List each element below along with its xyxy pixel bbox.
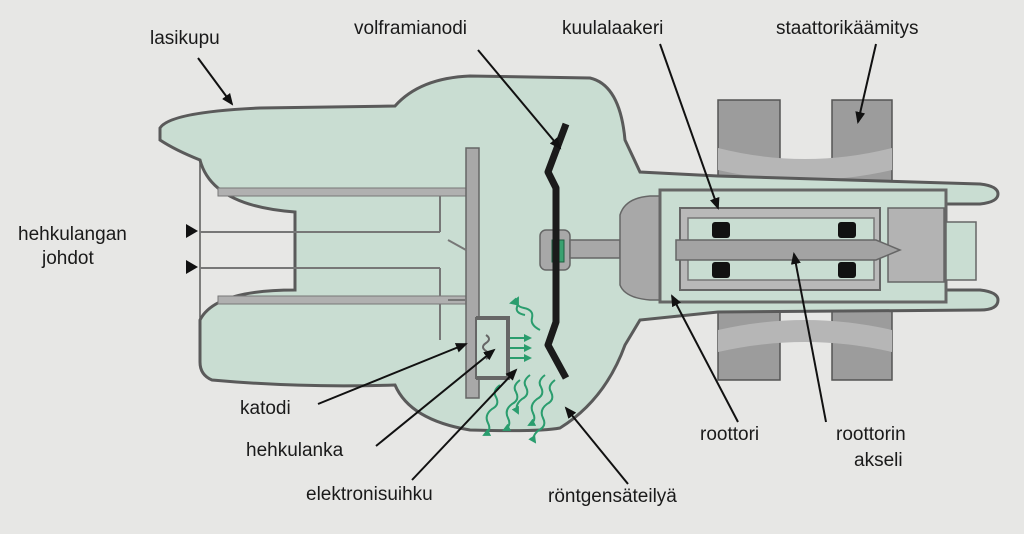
label-rotor-axle-1: roottorin	[836, 424, 906, 445]
label-rotor: roottori	[700, 424, 760, 445]
pointer-anode	[477, 49, 562, 150]
label-filament: hehkulanka	[246, 440, 344, 461]
pointer-xray	[564, 406, 629, 485]
cathode-assembly	[447, 147, 510, 399]
label-glass-envelope: lasikupu	[150, 28, 220, 49]
filament-leads	[200, 187, 469, 340]
rotor-axle	[675, 239, 902, 261]
label-filament-leads-2: johdot	[42, 248, 94, 269]
electron-beam	[510, 334, 532, 362]
label-rotor-axle-2: akseli	[854, 450, 903, 471]
label-xray-radiation: röntgensäteilyä	[548, 486, 677, 507]
pointer-axle	[790, 252, 827, 423]
pointer-bearing	[659, 43, 720, 210]
pointer-cathode	[317, 343, 468, 405]
ball-bearing	[712, 222, 856, 278]
pointer-filament	[375, 348, 496, 447]
pointer-electron	[411, 368, 518, 481]
pointer-stator	[855, 43, 877, 124]
label-tungsten-anode: volframianodi	[354, 18, 467, 39]
pointer-lines	[197, 43, 877, 485]
label-ball-bearing: kuulalaakeri	[562, 18, 664, 39]
label-filament-leads-1: hehkulangan	[18, 224, 127, 245]
label-stator-winding: staattorikäämitys	[776, 18, 919, 39]
label-electron-beam: elektronisuihku	[306, 484, 433, 505]
lead-markers	[186, 224, 198, 274]
stator-winding	[717, 99, 893, 381]
tungsten-anode	[544, 122, 570, 380]
pointer-glass	[197, 57, 234, 106]
pointer-rotor	[671, 294, 739, 423]
label-cathode: katodi	[240, 398, 291, 419]
